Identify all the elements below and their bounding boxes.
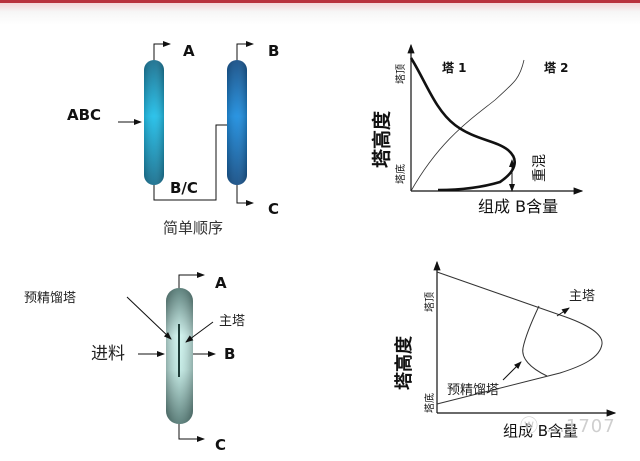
watermark: ⓦ ...1707 xyxy=(520,416,616,437)
feed-abc-label: ABC xyxy=(67,106,101,124)
y-axis-label: 塔高度 xyxy=(370,110,393,168)
prefractionator-diagram: A B C 预精馏塔 主塔 进料 xyxy=(0,240,320,457)
composition-profile-chart-2: 主塔 预精馏塔 塔顶 塔底 塔高度 组成 B含量 xyxy=(320,240,640,457)
product-c-label: C xyxy=(268,200,279,218)
slide-header-fade xyxy=(0,3,640,25)
feed-label: 进料 xyxy=(91,344,125,364)
series-tower-1-label: 塔 1 xyxy=(442,60,467,75)
product-a-label: A xyxy=(183,42,195,60)
y-tick-top: 塔顶 xyxy=(423,292,436,312)
y-axis-label: 塔高度 xyxy=(393,335,415,390)
prefractionator-label: 预精馏塔 xyxy=(24,291,76,306)
x-axis-label: 组成 B含量 xyxy=(478,197,558,216)
y-tick-bottom: 塔底 xyxy=(394,164,407,184)
tower-1-curve xyxy=(409,57,516,192)
prefractionator-label: 预精馏塔 xyxy=(447,383,499,398)
remix-annotation: 重混 xyxy=(532,154,548,182)
main-column-label: 主塔 xyxy=(569,289,595,304)
slide-top-accent-bar xyxy=(0,0,640,3)
x-axis-label: 组成 B含量 xyxy=(503,422,578,440)
tower-2-curve xyxy=(410,59,525,192)
composition-profile-chart-1: 塔 1 塔 2 塔顶 塔底 塔高度 重混 组成 B含量 xyxy=(320,0,640,240)
product-c-label: C xyxy=(215,436,226,454)
caption-simple-sequence: 简单顺序 xyxy=(163,219,223,237)
product-b-label: B xyxy=(268,42,279,60)
prefractionator-curve xyxy=(522,305,548,377)
y-tick-bottom: 塔底 xyxy=(423,393,436,413)
product-b-label: B xyxy=(224,345,235,363)
y-tick-top: 塔顶 xyxy=(394,64,407,84)
main-column-curve xyxy=(436,271,603,405)
simple-sequence-diagram: A ABC B/C B C 简单顺序 xyxy=(0,0,320,240)
product-a-label: A xyxy=(215,274,227,292)
main-column-label: 主塔 xyxy=(219,314,245,329)
intermediate-bc-label: B/C xyxy=(170,179,198,197)
series-tower-2-label: 塔 2 xyxy=(544,60,569,75)
